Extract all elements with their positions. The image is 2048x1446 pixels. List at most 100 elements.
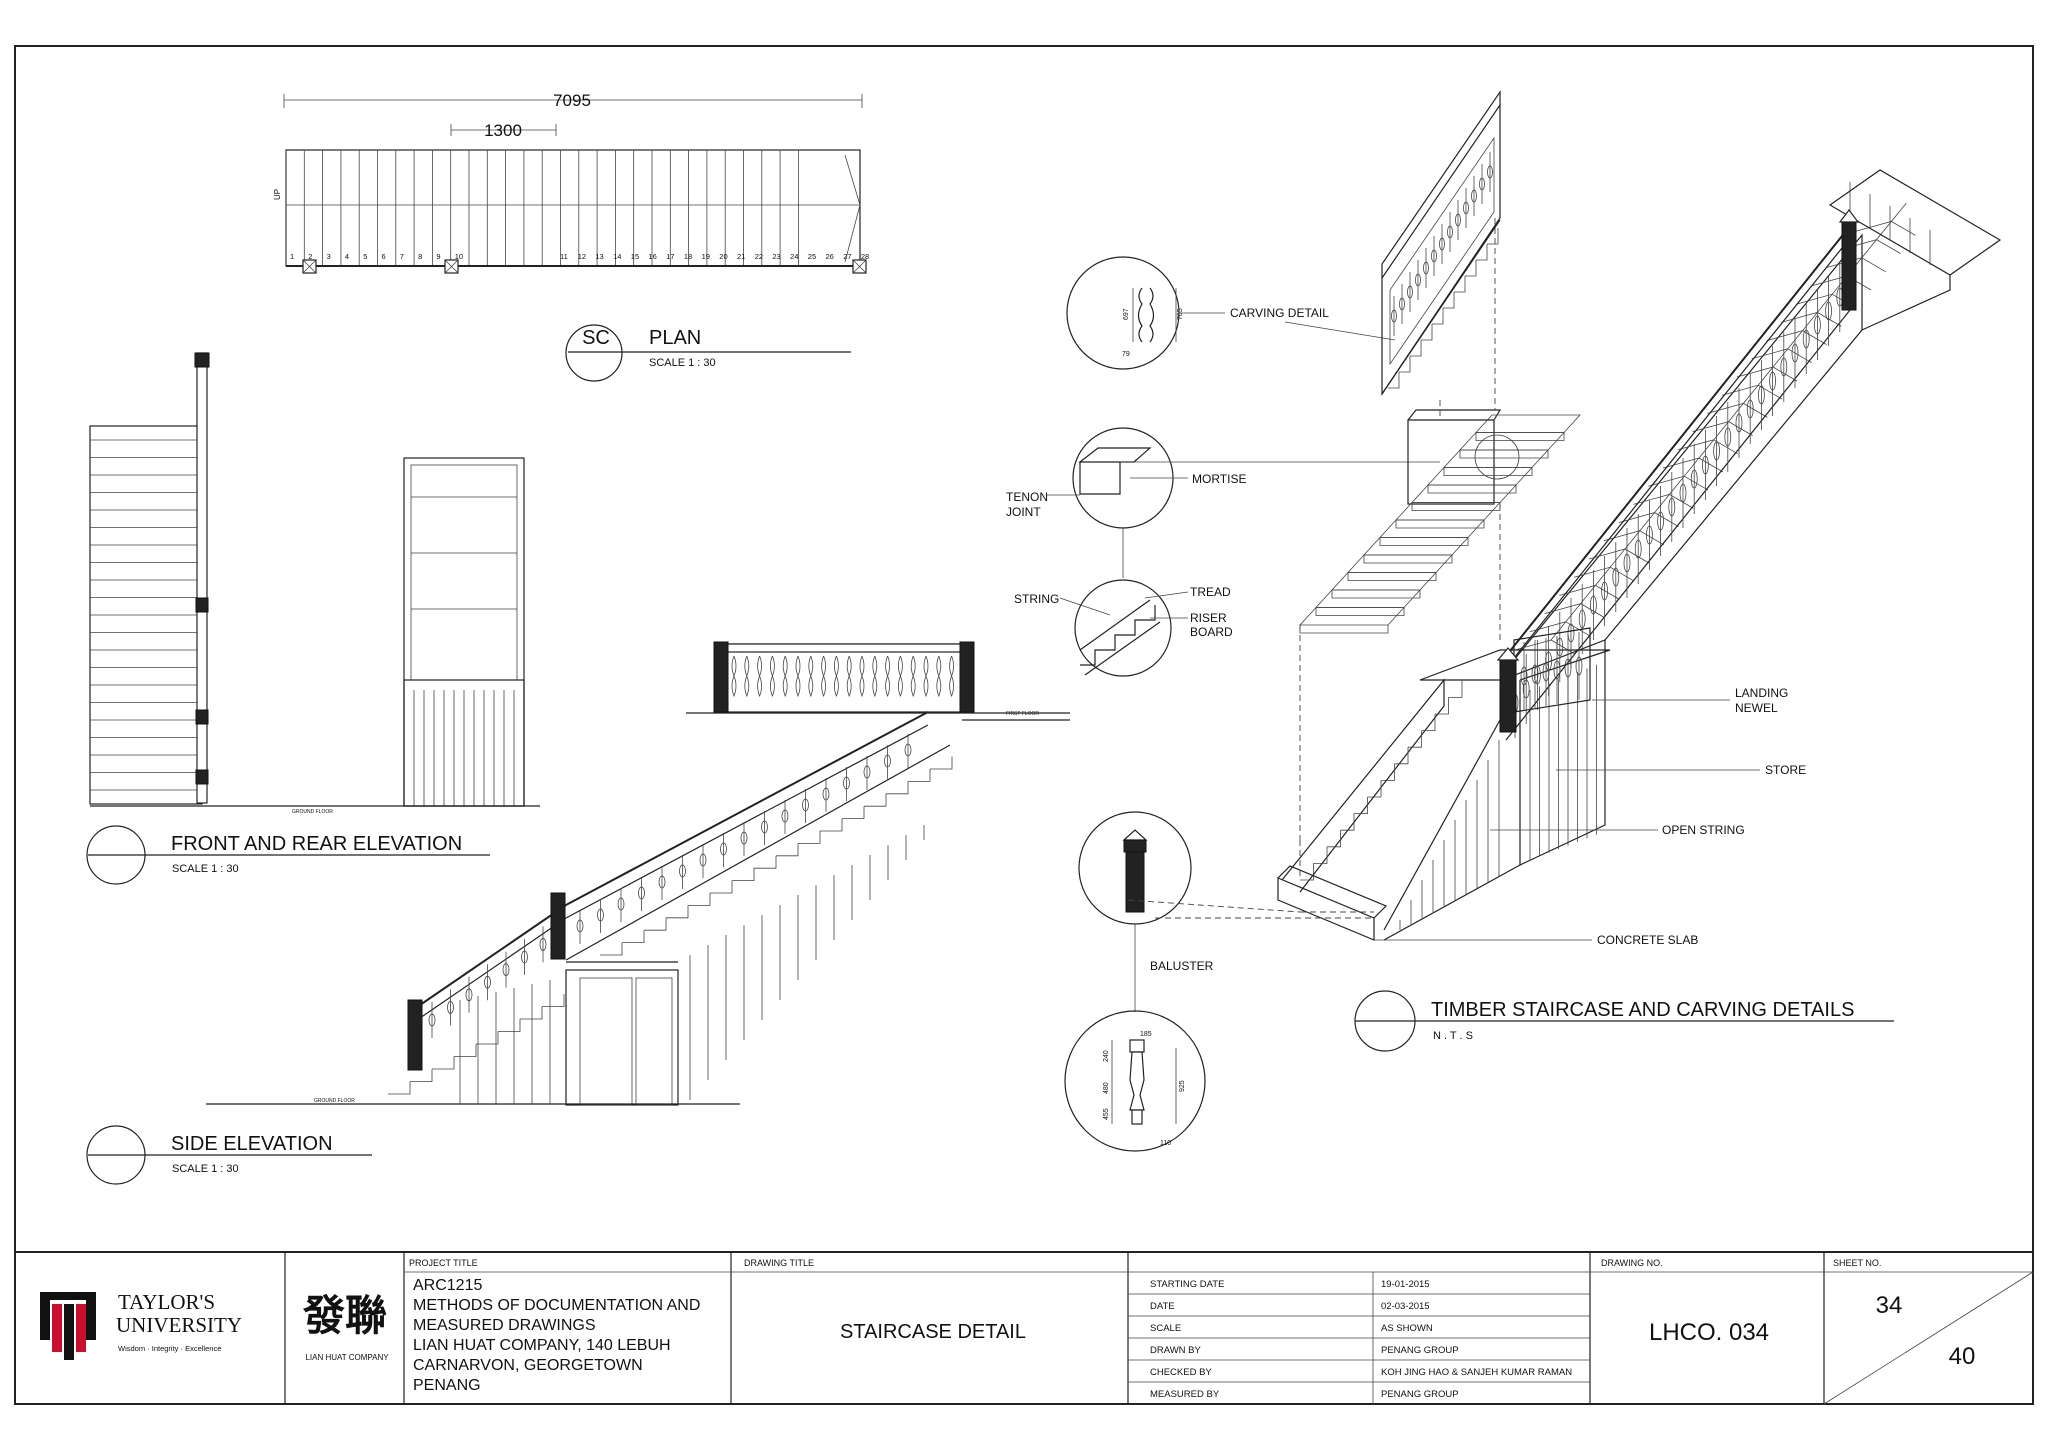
side-elevation: FIRST FLOOR GROUND FLOOR SIDE ELEVATION … [86,641,1070,1185]
side-lower-step [498,1019,521,1032]
plan-step-number: 14 [613,252,621,261]
side-store-door [565,969,679,1106]
side-rail-turning [576,919,584,933]
plan-step-number: 28 [861,252,869,261]
iso-rail-turning [1431,249,1437,263]
sheet-no-label: SHEET NO. [1833,1258,1881,1268]
side-upper-baluster [859,655,865,698]
side-upper-step [930,756,953,770]
side-upper-step [776,843,799,857]
iso-landing-block [1420,639,1606,866]
iso-upper-turning [1578,609,1586,629]
side-lower-step [454,1044,477,1057]
iso-upper-turning [1825,301,1832,321]
side-upper-step [820,818,843,832]
iso-landing-turning [1553,660,1561,680]
side-upper-step [710,880,733,894]
timber-title: TIMBER STAIRCASE AND CARVING DETAILS [1431,999,1854,1021]
side-upper-baluster [757,655,762,698]
board-label: BOARD [1190,625,1233,639]
iso-rail-turning [1471,189,1477,203]
side-handrail-upper [565,711,929,906]
side-rail-turning [638,886,645,900]
plan-step-number: 13 [595,252,603,261]
iso-upper-turning [1668,497,1676,517]
side-upper-baluster [949,655,954,698]
plan-scale: SCALE 1 : 30 [649,357,716,369]
side-upper-flight [565,744,951,961]
iso-upper-flight-outer [1503,233,1863,673]
side-upper-baluster [795,655,801,698]
iso-upper-turning [1724,427,1732,447]
university-line2: UNIVERSITY [116,1313,242,1337]
iso-rail-turning [1479,177,1485,191]
iso-upper-step-edge [1683,475,1709,491]
side-upper-baluster [821,655,826,698]
iso-upper-turning [1713,441,1720,461]
project-line-2: METHODS OF DOCUMENTATION AND [413,1297,700,1314]
iso-rail-balusters [1391,152,1493,336]
side-upper-baluster [923,655,929,698]
baluster-detail: 185 240 480 455 925 110 [1064,1010,1206,1152]
side-rail-turning [802,798,809,812]
side-upper-step [600,942,623,956]
plan-title: PLAN [649,327,701,349]
iso-upper-turning [1702,455,1709,475]
plan-step-number: 18 [684,252,692,261]
iso-rail-step [1432,308,1444,325]
side-upper-step [644,917,667,931]
side-title: SIDE ELEVATION [171,1133,333,1155]
side-rail-turning [781,809,789,823]
side-upper-baluster [744,655,750,698]
plan-dim-total: 7095 [553,91,591,110]
side-upper-step [732,868,755,881]
side-lower-step [388,1081,411,1095]
plan-step-number: 11 [560,252,568,261]
iso-upper-turning [1769,371,1776,391]
plan-tag: SC [582,327,610,349]
iso-lower-steps [1300,680,1463,881]
iso-lower-step [1394,747,1409,765]
side-lower-step [542,994,565,1007]
side-lower-steps [388,994,565,1095]
info-row-value: 02-03-2015 [1381,1301,1430,1312]
mortise-label: MORTISE [1192,472,1246,486]
front-store-planks [413,690,515,806]
info-row-value: AS SHOWN [1381,1323,1433,1334]
side-upper-step [798,831,821,844]
iso-lower-step [1448,680,1463,698]
riser-label: RISER [1190,611,1227,625]
iso-rail-step [1410,340,1422,357]
plan-step-number: 17 [666,252,674,261]
side-rail-turning [761,820,768,834]
project-line-6: PENANG [413,1377,481,1394]
side-rail-turning [904,743,912,757]
string-label: STRING [1014,592,1059,606]
side-upper-step [908,769,931,782]
plan-step-number: 20 [719,252,727,261]
iso-rail-step [1443,292,1455,309]
side-rail-turning [740,831,748,845]
plan-step-number: 23 [772,252,780,261]
plan-step-number: 15 [631,252,639,261]
tenon-label: TENON [1006,490,1048,504]
info-row-label: DRAWN BY [1150,1345,1202,1356]
iso-lower-step [1367,780,1382,798]
exploded-isometric: LANDING NEWEL STORE OPEN STRING CONCRETE… [1155,90,2002,1052]
side-upper-baluster [782,655,788,698]
iso-upper-turning [1814,315,1821,335]
side-lower-step [476,1031,499,1045]
concrete-slab-label: CONCRETE SLAB [1597,933,1698,947]
title-block: TAYLOR'S UNIVERSITY Wisdom · Integrity ·… [14,1251,2034,1405]
plan-step-number: 2 [308,252,312,261]
plan-step-number: 9 [436,252,440,261]
baluster-dim-5: 925 [1179,1080,1186,1092]
iso-floating-flight [1299,414,1581,634]
iso-rail-turning [1455,213,1461,227]
project-line-3: MEASURED DRAWINGS [413,1317,596,1334]
plan-step-number: 21 [737,252,745,261]
side-lower-step [432,1056,455,1070]
iso-rail-step [1388,372,1400,389]
side-upper-baluster [872,655,878,698]
iso-landing-turning [1575,656,1583,676]
